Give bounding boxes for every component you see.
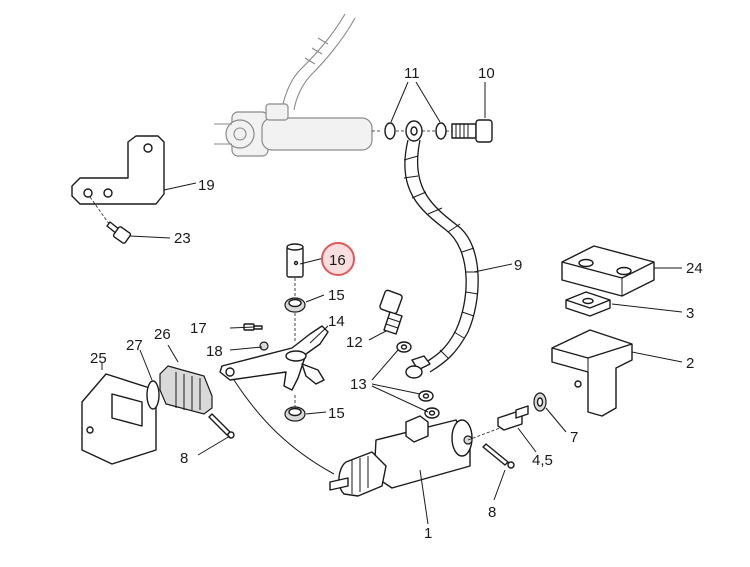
callout-4-5[interactable]: 4,5 <box>532 452 553 469</box>
washer-13-lower <box>418 390 434 402</box>
washer-13-bottom <box>424 407 440 419</box>
callout-labels: 11 10 19 23 16 9 24 15 3 14 17 26 12 27 … <box>90 65 703 542</box>
bracket-19 <box>71 135 165 229</box>
callout-7[interactable]: 7 <box>570 429 578 446</box>
mounting-bracket-2 <box>551 329 633 417</box>
bleed-nipple-4-5 <box>497 405 529 431</box>
split-pin-8-right <box>482 443 515 469</box>
callout-24[interactable]: 24 <box>686 260 703 277</box>
callout-19[interactable]: 19 <box>198 177 215 194</box>
callout-23[interactable]: 23 <box>174 230 191 247</box>
bolt-23 <box>106 221 132 244</box>
callout-11[interactable]: 11 <box>404 65 420 82</box>
callout-15-lower[interactable]: 15 <box>328 405 345 422</box>
split-pin-8-left <box>208 413 235 439</box>
circlip-27 <box>146 380 160 410</box>
shim-3 <box>565 291 611 317</box>
callout-27[interactable]: 27 <box>126 337 143 354</box>
callout-17[interactable]: 17 <box>190 320 207 337</box>
highlight-circle <box>321 242 355 276</box>
callout-3[interactable]: 3 <box>686 305 694 322</box>
callout-8-left[interactable]: 8 <box>180 450 188 467</box>
banjo-fitting <box>405 120 423 142</box>
callout-10[interactable]: 10 <box>478 65 495 82</box>
nut-18 <box>259 341 269 351</box>
callout-26[interactable]: 26 <box>154 326 171 343</box>
callout-14[interactable]: 14 <box>328 313 345 330</box>
flexible-hose-9 <box>403 139 479 379</box>
callout-15-upper[interactable]: 15 <box>328 287 345 304</box>
leader-lines <box>101 81 683 525</box>
slave-cylinder-1 <box>329 415 473 497</box>
callout-12[interactable]: 12 <box>346 334 363 351</box>
callout-8-right[interactable]: 8 <box>488 504 496 521</box>
washer-13-upper <box>396 341 412 353</box>
callout-1[interactable]: 1 <box>424 525 432 542</box>
washer-11-left <box>384 122 396 140</box>
pivot-pin-16 <box>286 243 304 278</box>
rubber-boot-26 <box>159 365 213 415</box>
bush-15-upper <box>284 297 306 313</box>
callout-16[interactable]: 16 <box>329 252 346 269</box>
master-cylinder-ghost <box>214 13 373 157</box>
callout-9[interactable]: 9 <box>514 257 522 274</box>
bush-15-lower <box>284 406 306 422</box>
cover-plate-25 <box>81 373 157 465</box>
washer-7 <box>533 392 547 412</box>
spacer-block-24 <box>561 245 655 297</box>
callout-18[interactable]: 18 <box>206 343 223 360</box>
washer-11-right <box>435 122 447 140</box>
callout-2[interactable]: 2 <box>686 355 694 372</box>
release-fork-14 <box>219 325 329 391</box>
banjo-bolt-12 <box>379 289 403 335</box>
callout-25[interactable]: 25 <box>90 350 107 367</box>
banjo-bolt-10 <box>451 119 493 143</box>
callout-13[interactable]: 13 <box>350 376 367 393</box>
